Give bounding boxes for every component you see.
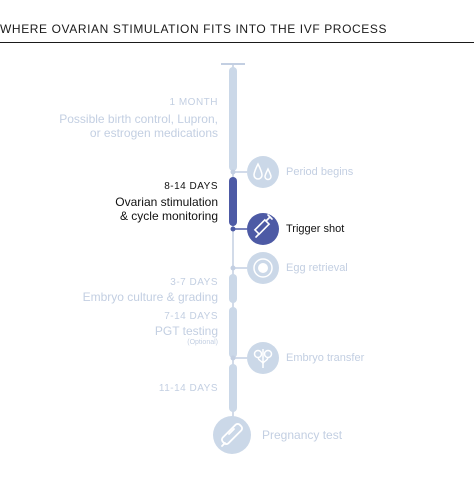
event-label-pregnancy: Pregnancy test [262,428,343,442]
phase-3-duration: 3-7 DAYS [170,277,218,288]
egg-icon [247,252,279,284]
pregnancy-test-icon [213,416,251,454]
event-label-period: Period begins [286,166,354,178]
page-title: WHERE OVARIAN STIMULATION FITS INTO THE … [0,22,388,36]
phase-4-line1: PGT testing [154,324,218,338]
phase-2-duration: 8-14 DAYS [164,181,218,192]
phase-bar-wait [229,364,237,412]
phase-bar-embryo-culture [229,274,237,303]
phase-bar-1-month [229,67,237,171]
phase-4-note: (Optional) [187,339,218,346]
syringe-icon [247,213,279,245]
phase-bar-stimulation [229,177,237,226]
event-label-retrieval: Egg retrieval [286,262,348,274]
title-divider [0,42,474,43]
phase-2-line2: & cycle monitoring [119,209,218,223]
event-label-transfer: Embryo transfer [286,352,365,364]
phase-1-line1: Possible birth control, Lupron, [59,112,218,126]
phase-bar-pgt [229,307,237,358]
phase-4-duration: 7-14 DAYS [164,311,218,322]
phase-2-line1: Ovarian stimulation [115,195,218,209]
phase-1-line2: or estrogen medications [89,126,218,140]
phase-5-duration: 11-14 DAYS [158,383,218,394]
embryo-transfer-icon [247,342,279,374]
phase-1-duration: 1 MONTH [169,97,218,108]
phase-3-line1: Embryo culture & grading [82,290,218,304]
blood-drops-icon [247,156,279,188]
event-label-trigger: Trigger shot [286,223,345,235]
